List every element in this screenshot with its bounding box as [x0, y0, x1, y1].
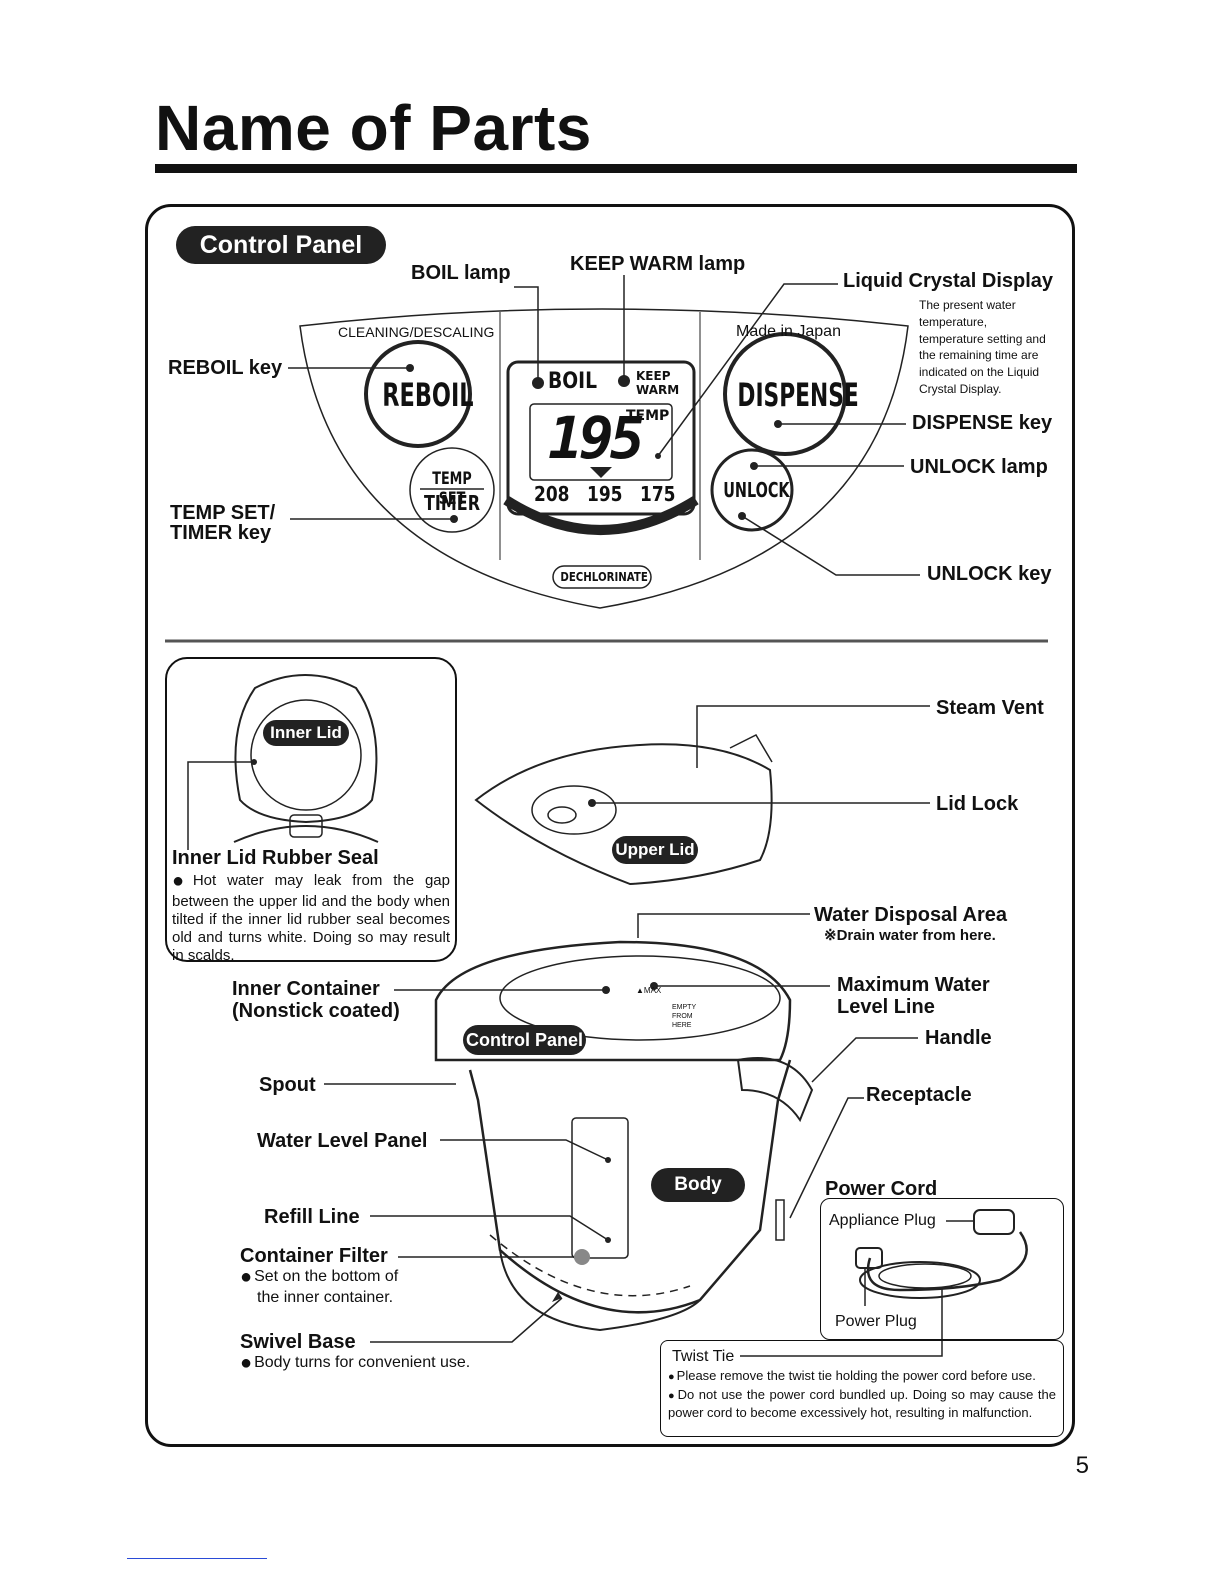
dispense-key-label: DISPENSE key: [912, 412, 1053, 434]
inner-lid-pill: Inner Lid: [263, 720, 349, 746]
lcd-temp-text: TEMP: [626, 408, 670, 424]
unlock-key-shape: [710, 448, 794, 532]
unlock-key[interactable]: UNLOCK: [723, 478, 790, 502]
swivel-base-label: Swivel Base: [240, 1331, 356, 1353]
steam-vent-label: Steam Vent: [936, 697, 1044, 719]
unlock-lamp-label: UNLOCK lamp: [910, 456, 1048, 478]
max-water-level-label-2: Level Line: [837, 996, 935, 1018]
lcd-note: The present water temperature, temperatu…: [919, 298, 1046, 396]
cleaning-descaling-text: CLEANING/DESCALING: [338, 324, 495, 340]
filter-note-bullet: [240, 1268, 254, 1285]
cord-note-bullet-2: [668, 1387, 678, 1402]
handle-label: Handle: [925, 1027, 992, 1049]
preset-175: 175: [640, 482, 676, 506]
power-cord-box: [820, 1198, 1064, 1340]
upper-lid-shape: [474, 743, 773, 886]
cord-note-text-1: Please remove the twist tie holding the …: [676, 1368, 1036, 1383]
made-in-japan-text: Made in Japan: [736, 323, 841, 340]
dispense-key-shape: [723, 332, 847, 456]
cord-note-text-2: Do not use the power cord bundled up. Do…: [668, 1387, 1056, 1420]
seal-note-bullet: [172, 872, 193, 889]
pot-top-shape: [434, 940, 792, 1062]
max-mark: ▲MAX: [636, 986, 662, 995]
control-panel-outline: [299, 308, 909, 609]
lid-lock-label: Lid Lock: [936, 793, 1019, 815]
power-plug-label: Power Plug: [835, 1313, 917, 1330]
filter-note: Set on the bottom of the inner container…: [240, 1266, 398, 1307]
water-level-panel-label: Water Level Panel: [257, 1130, 428, 1152]
bottom-rule: [127, 1558, 267, 1559]
water-disposal-area-label: Water Disposal Area: [814, 904, 1008, 926]
filter-note-text-1: Set on the bottom of: [254, 1268, 399, 1285]
drain-note: ※Drain water from here.: [824, 927, 996, 944]
filter-note-text-2: the inner container.: [257, 1289, 394, 1306]
boil-lamp-label: BOIL lamp: [411, 262, 511, 284]
swivel-note: Body turns for convenient use.: [240, 1352, 470, 1375]
spout-label: Spout: [259, 1074, 316, 1096]
inner-lid-rubber-seal-label: Inner Lid Rubber Seal: [172, 847, 379, 869]
reboil-key-label: REBOIL key: [168, 357, 283, 379]
cord-note-2: Do not use the power cord bundled up. Do…: [668, 1386, 1056, 1421]
swivel-note-bullet: [240, 1354, 254, 1371]
container-filter-label: Container Filter: [240, 1245, 388, 1267]
unlock-key-label: UNLOCK key: [927, 563, 1052, 585]
keep-lamp-text: KEEP: [636, 369, 671, 383]
upper-lid-pill: Upper Lid: [612, 836, 698, 864]
receptacle-label: Receptacle: [866, 1084, 972, 1106]
cord-note-1: Please remove the twist tie holding the …: [668, 1368, 1056, 1385]
inner-container-label-2: (Nonstick coated): [232, 1000, 400, 1022]
warm-lamp-text: WARM: [636, 383, 680, 397]
inner-lid-box: [165, 657, 457, 962]
dechlorinate-key[interactable]: DECHLORINATE: [560, 570, 648, 584]
title-rule: [155, 164, 1077, 173]
timer-key-text[interactable]: TIMER: [423, 491, 481, 515]
swivel-note-text: Body turns for convenient use.: [254, 1354, 471, 1371]
control-panel-section-label: Control Panel: [176, 226, 386, 264]
power-cord-label: Power Cord: [825, 1178, 938, 1200]
refill-line-label: Refill Line: [264, 1206, 360, 1228]
appliance-plug-label: Appliance Plug: [829, 1212, 936, 1229]
body-pill: Body: [651, 1168, 745, 1202]
handle-shape: [736, 1057, 814, 1123]
reboil-key-shape: [364, 340, 472, 448]
max-water-level-label-1: Maximum Water: [837, 974, 990, 996]
boil-lamp-text: BOIL: [548, 369, 598, 394]
twist-tie-label: Twist Tie: [672, 1348, 735, 1365]
empty-text: EMPTY: [672, 1004, 697, 1011]
keep-warm-lamp-label: KEEP WARM lamp: [570, 253, 746, 275]
content-frame: [145, 204, 1075, 1447]
temp-set-timer-key-label-1: TEMP SET/: [170, 502, 276, 524]
cord-note-bullet-1: [668, 1368, 677, 1383]
dispense-key[interactable]: DISPENSE: [737, 376, 859, 414]
seal-note-text: Hot water may leak from the gap between …: [172, 872, 450, 964]
preset-195: 195: [587, 482, 623, 506]
page-number: 5: [1075, 1452, 1089, 1479]
seal-note: Hot water may leak from the gap between …: [172, 869, 450, 965]
lcd-outline: [506, 360, 696, 516]
from-text: FROM: [672, 1013, 693, 1020]
here-text: HERE: [672, 1022, 692, 1029]
inner-lid-shape: [234, 674, 378, 824]
temp-set-key-shape: [409, 447, 495, 533]
inner-container-label-1: Inner Container: [232, 978, 380, 1000]
twist-tie-box: [660, 1340, 1064, 1437]
temp-set-timer-key-label-2: TIMER key: [170, 522, 272, 544]
body-control-panel-pill: Control Panel: [463, 1025, 586, 1055]
preset-208: 208: [534, 482, 570, 506]
lcd-label: Liquid Crystal Display: [843, 270, 1054, 292]
lcd-display-value: 195: [548, 404, 645, 472]
reboil-key[interactable]: REBOIL: [382, 376, 474, 414]
page-title: Name of Parts: [155, 92, 592, 164]
temp-set-key-text[interactable]: TEMP SET: [432, 469, 472, 510]
